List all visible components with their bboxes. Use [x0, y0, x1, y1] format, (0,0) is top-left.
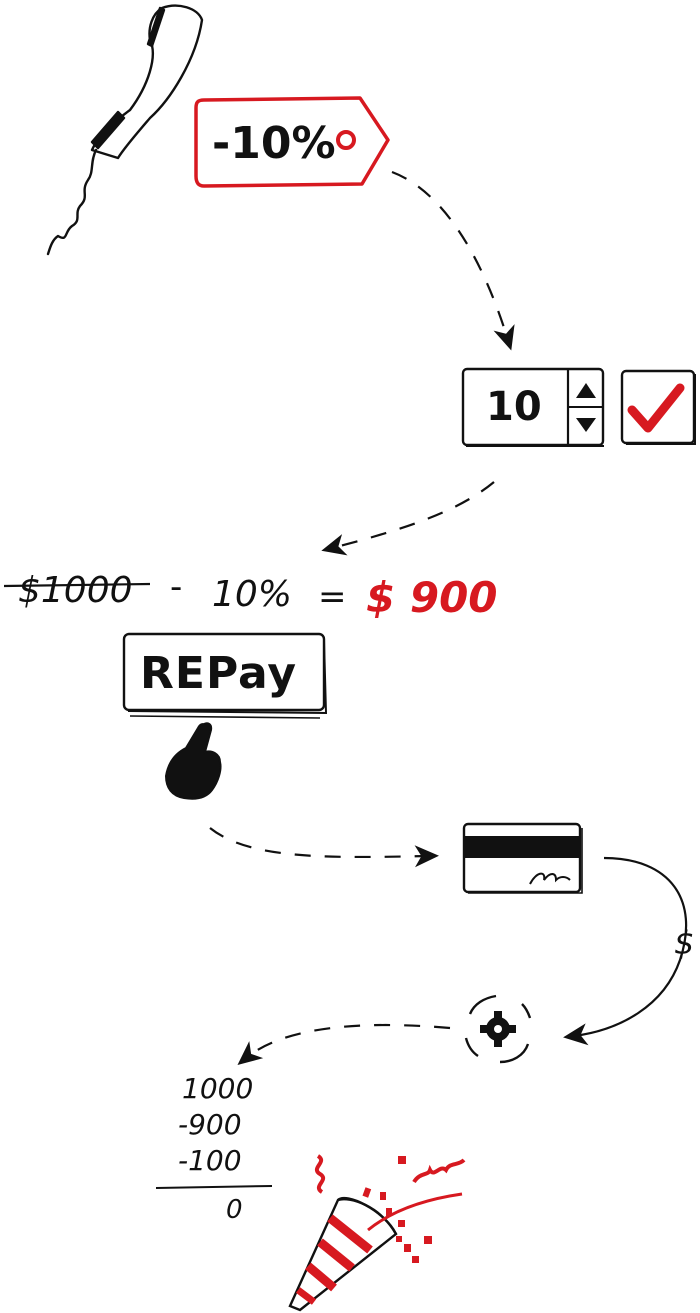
flow-arrow-4	[563, 856, 688, 1046]
processing-gear-icon	[464, 994, 532, 1064]
original-price: $1000	[18, 570, 133, 611]
calc-line-1: 1000	[182, 1072, 253, 1105]
phone-handset-icon	[46, 4, 204, 256]
discount-label: -10%	[212, 118, 336, 169]
calc-line-3: -100	[178, 1144, 242, 1177]
signature-icon	[529, 872, 571, 885]
credit-card-icon	[462, 822, 583, 894]
checkmark-icon	[627, 383, 685, 433]
quantity-value: 10	[486, 384, 542, 430]
flow-arrow-5	[237, 1023, 451, 1065]
party-popper-icon	[288, 1154, 466, 1312]
quantity-stepper[interactable]: 10	[461, 367, 605, 447]
minus-sign: -	[170, 567, 182, 607]
discounted-price: $ 900	[366, 573, 498, 622]
strikethrough-line	[3, 582, 151, 588]
flow-arrow-3	[209, 827, 439, 868]
calc-line-2: -900	[178, 1108, 242, 1141]
stepper-up-icon[interactable]	[576, 383, 596, 398]
stepper-down-icon[interactable]	[576, 418, 596, 432]
confirm-checkbox[interactable]	[620, 369, 696, 445]
payment-currency: $	[674, 924, 694, 962]
discount-percent: 10%	[212, 574, 292, 615]
flow-arrow-1	[391, 170, 515, 351]
price-formula: $1000 - 10% = $ 900	[3, 567, 498, 622]
price-tag-icon: -10%	[194, 96, 390, 188]
pointing-hand-icon	[164, 722, 222, 800]
repay-button[interactable]: REPay	[122, 632, 328, 719]
balance-calculation: 1000 -900 -100 0	[155, 1072, 273, 1225]
calc-total: 0	[226, 1195, 243, 1225]
flow-arrow-2	[321, 481, 495, 556]
sum-line	[155, 1185, 273, 1189]
equals-sign: =	[318, 577, 347, 617]
repay-label: REPay	[140, 648, 297, 699]
